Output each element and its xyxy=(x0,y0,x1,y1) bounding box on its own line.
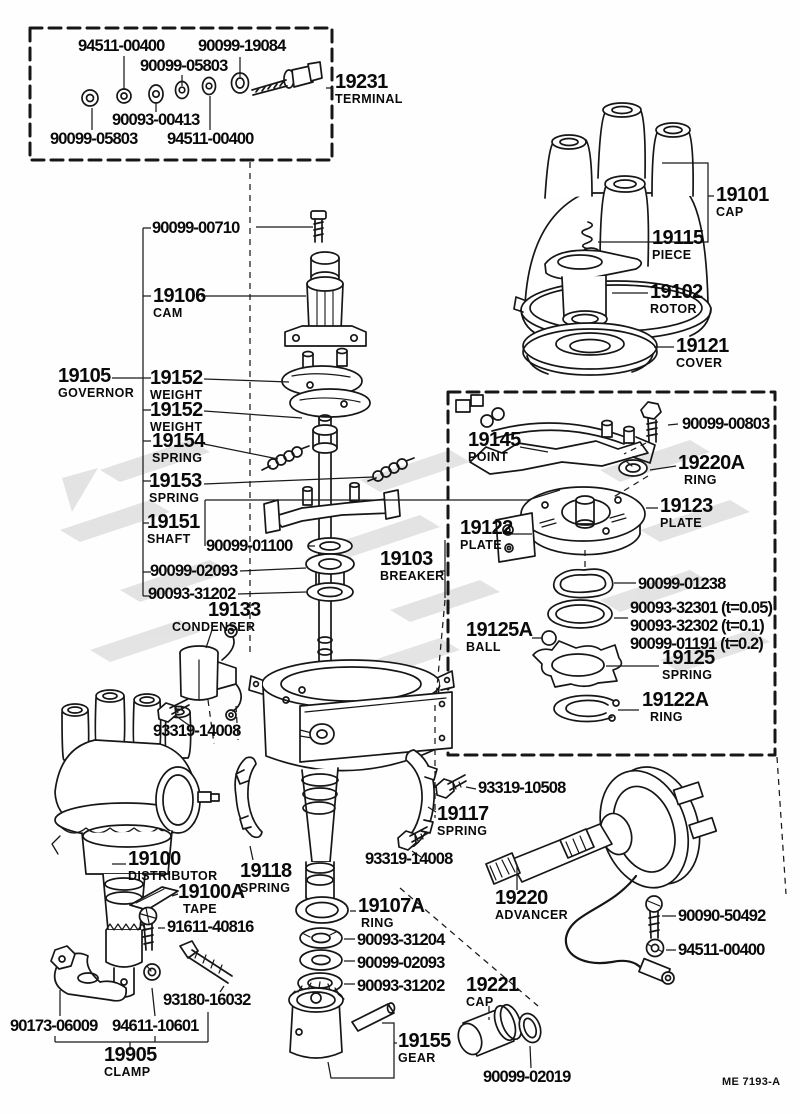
part-label-90099-01100: 90099-01100 xyxy=(206,537,293,555)
screw-93319-14008-b xyxy=(397,826,429,851)
part-label-94511-00400: 94511-00400 xyxy=(78,37,165,55)
breaker-box-border xyxy=(446,390,777,757)
screw-90090-50492 xyxy=(645,895,663,939)
part-label-94511-00400: 94511-00400 xyxy=(167,130,254,148)
part-label-90099-05803: 90099-05803 xyxy=(50,130,138,148)
part-label-93319-14008: 93319-14008 xyxy=(365,850,453,868)
advancer-19220 xyxy=(485,766,718,985)
cam-19106 xyxy=(284,251,367,347)
screw-90099-00710 xyxy=(310,210,327,243)
cap-19221 xyxy=(457,1003,523,1057)
rotor-19102 xyxy=(544,249,643,328)
part-label-90093-31202: 90093-31202 xyxy=(357,977,445,995)
governor-weights-19152 xyxy=(281,347,371,418)
part-label-90099-01238: 90099-01238 xyxy=(638,575,726,593)
tape-19100A xyxy=(129,886,179,911)
part-label-93180-16032: 93180-16032 xyxy=(163,991,251,1009)
part-label-90099-02019: 90099-02019 xyxy=(483,1068,571,1086)
ring-stack xyxy=(295,896,349,994)
oring-90099-02019 xyxy=(518,1012,542,1044)
ring-19122A xyxy=(553,694,620,723)
part-label-90093-31202: 90093-31202 xyxy=(148,585,236,603)
part-label-93319-10508: 93319-10508 xyxy=(478,779,566,797)
screw-93319-14008-a xyxy=(157,698,190,723)
gear-19155 xyxy=(288,981,396,1059)
shim-washers xyxy=(547,599,613,629)
housing-19103 xyxy=(248,636,455,904)
part-label-93319-14008: 93319-14008 xyxy=(153,722,241,740)
leader-lines xyxy=(54,56,714,1079)
doc-code: ME 7193-A xyxy=(722,1076,781,1088)
terminal-box-border xyxy=(28,26,334,162)
part-label-90099-02093: 90099-02093 xyxy=(357,954,445,972)
spring-19125 xyxy=(532,640,623,688)
gasket-90099-01238 xyxy=(552,568,614,599)
screw-93319-10508 xyxy=(435,774,467,799)
part-label-90099-00710: 90099-00710 xyxy=(152,219,240,237)
part-label-90099-05803: 90099-05803 xyxy=(140,57,228,75)
spring-19153 xyxy=(367,457,415,482)
part-label-90099-01191-t-0-2-: 90099-01191 (t=0.2) xyxy=(630,635,764,653)
condenser-19133 xyxy=(179,624,242,721)
part-label-90099-02093: 90099-02093 xyxy=(150,562,238,580)
part-label-94511-00400: 94511-00400 xyxy=(678,941,765,959)
clip-19118 xyxy=(234,756,263,839)
points-19145 xyxy=(455,394,656,475)
plate-19122 xyxy=(495,512,536,563)
part-label-90173-06009: 90173-06009 xyxy=(10,1017,98,1035)
clamp-19905 xyxy=(50,940,233,1002)
part-label-90093-00413: 90093-00413 xyxy=(112,111,200,129)
construction-lines xyxy=(207,162,787,1020)
part-label-90093-32302-t-0-1-: 90093-32302 (t=0.1) xyxy=(630,617,765,635)
part-label-90099-00803: 90099-00803 xyxy=(682,415,770,433)
part-label-90090-50492: 90090-50492 xyxy=(678,907,766,925)
part-label-91611-40816: 91611-40816 xyxy=(167,918,254,936)
shaft-washers xyxy=(305,537,355,602)
nut-94511-00400 xyxy=(645,938,665,958)
screw-91611-40816 xyxy=(138,906,158,951)
cover-19121 xyxy=(522,322,658,376)
spring-19154 xyxy=(261,445,310,471)
distributor-19100 xyxy=(51,689,220,998)
part-label-94611-10601: 94611-10601 xyxy=(112,1017,199,1035)
plate-19123 xyxy=(520,486,646,556)
part-label-90099-19084: 90099-19084 xyxy=(198,37,286,55)
part-label-90093-32301-t-0-05-: 90093-32301 (t=0.05) xyxy=(630,599,773,617)
screw-90099-00803 xyxy=(640,401,662,443)
part-label-90093-31204: 90093-31204 xyxy=(357,931,445,949)
ring-19220A xyxy=(618,459,648,477)
ball-19125A xyxy=(541,630,557,646)
